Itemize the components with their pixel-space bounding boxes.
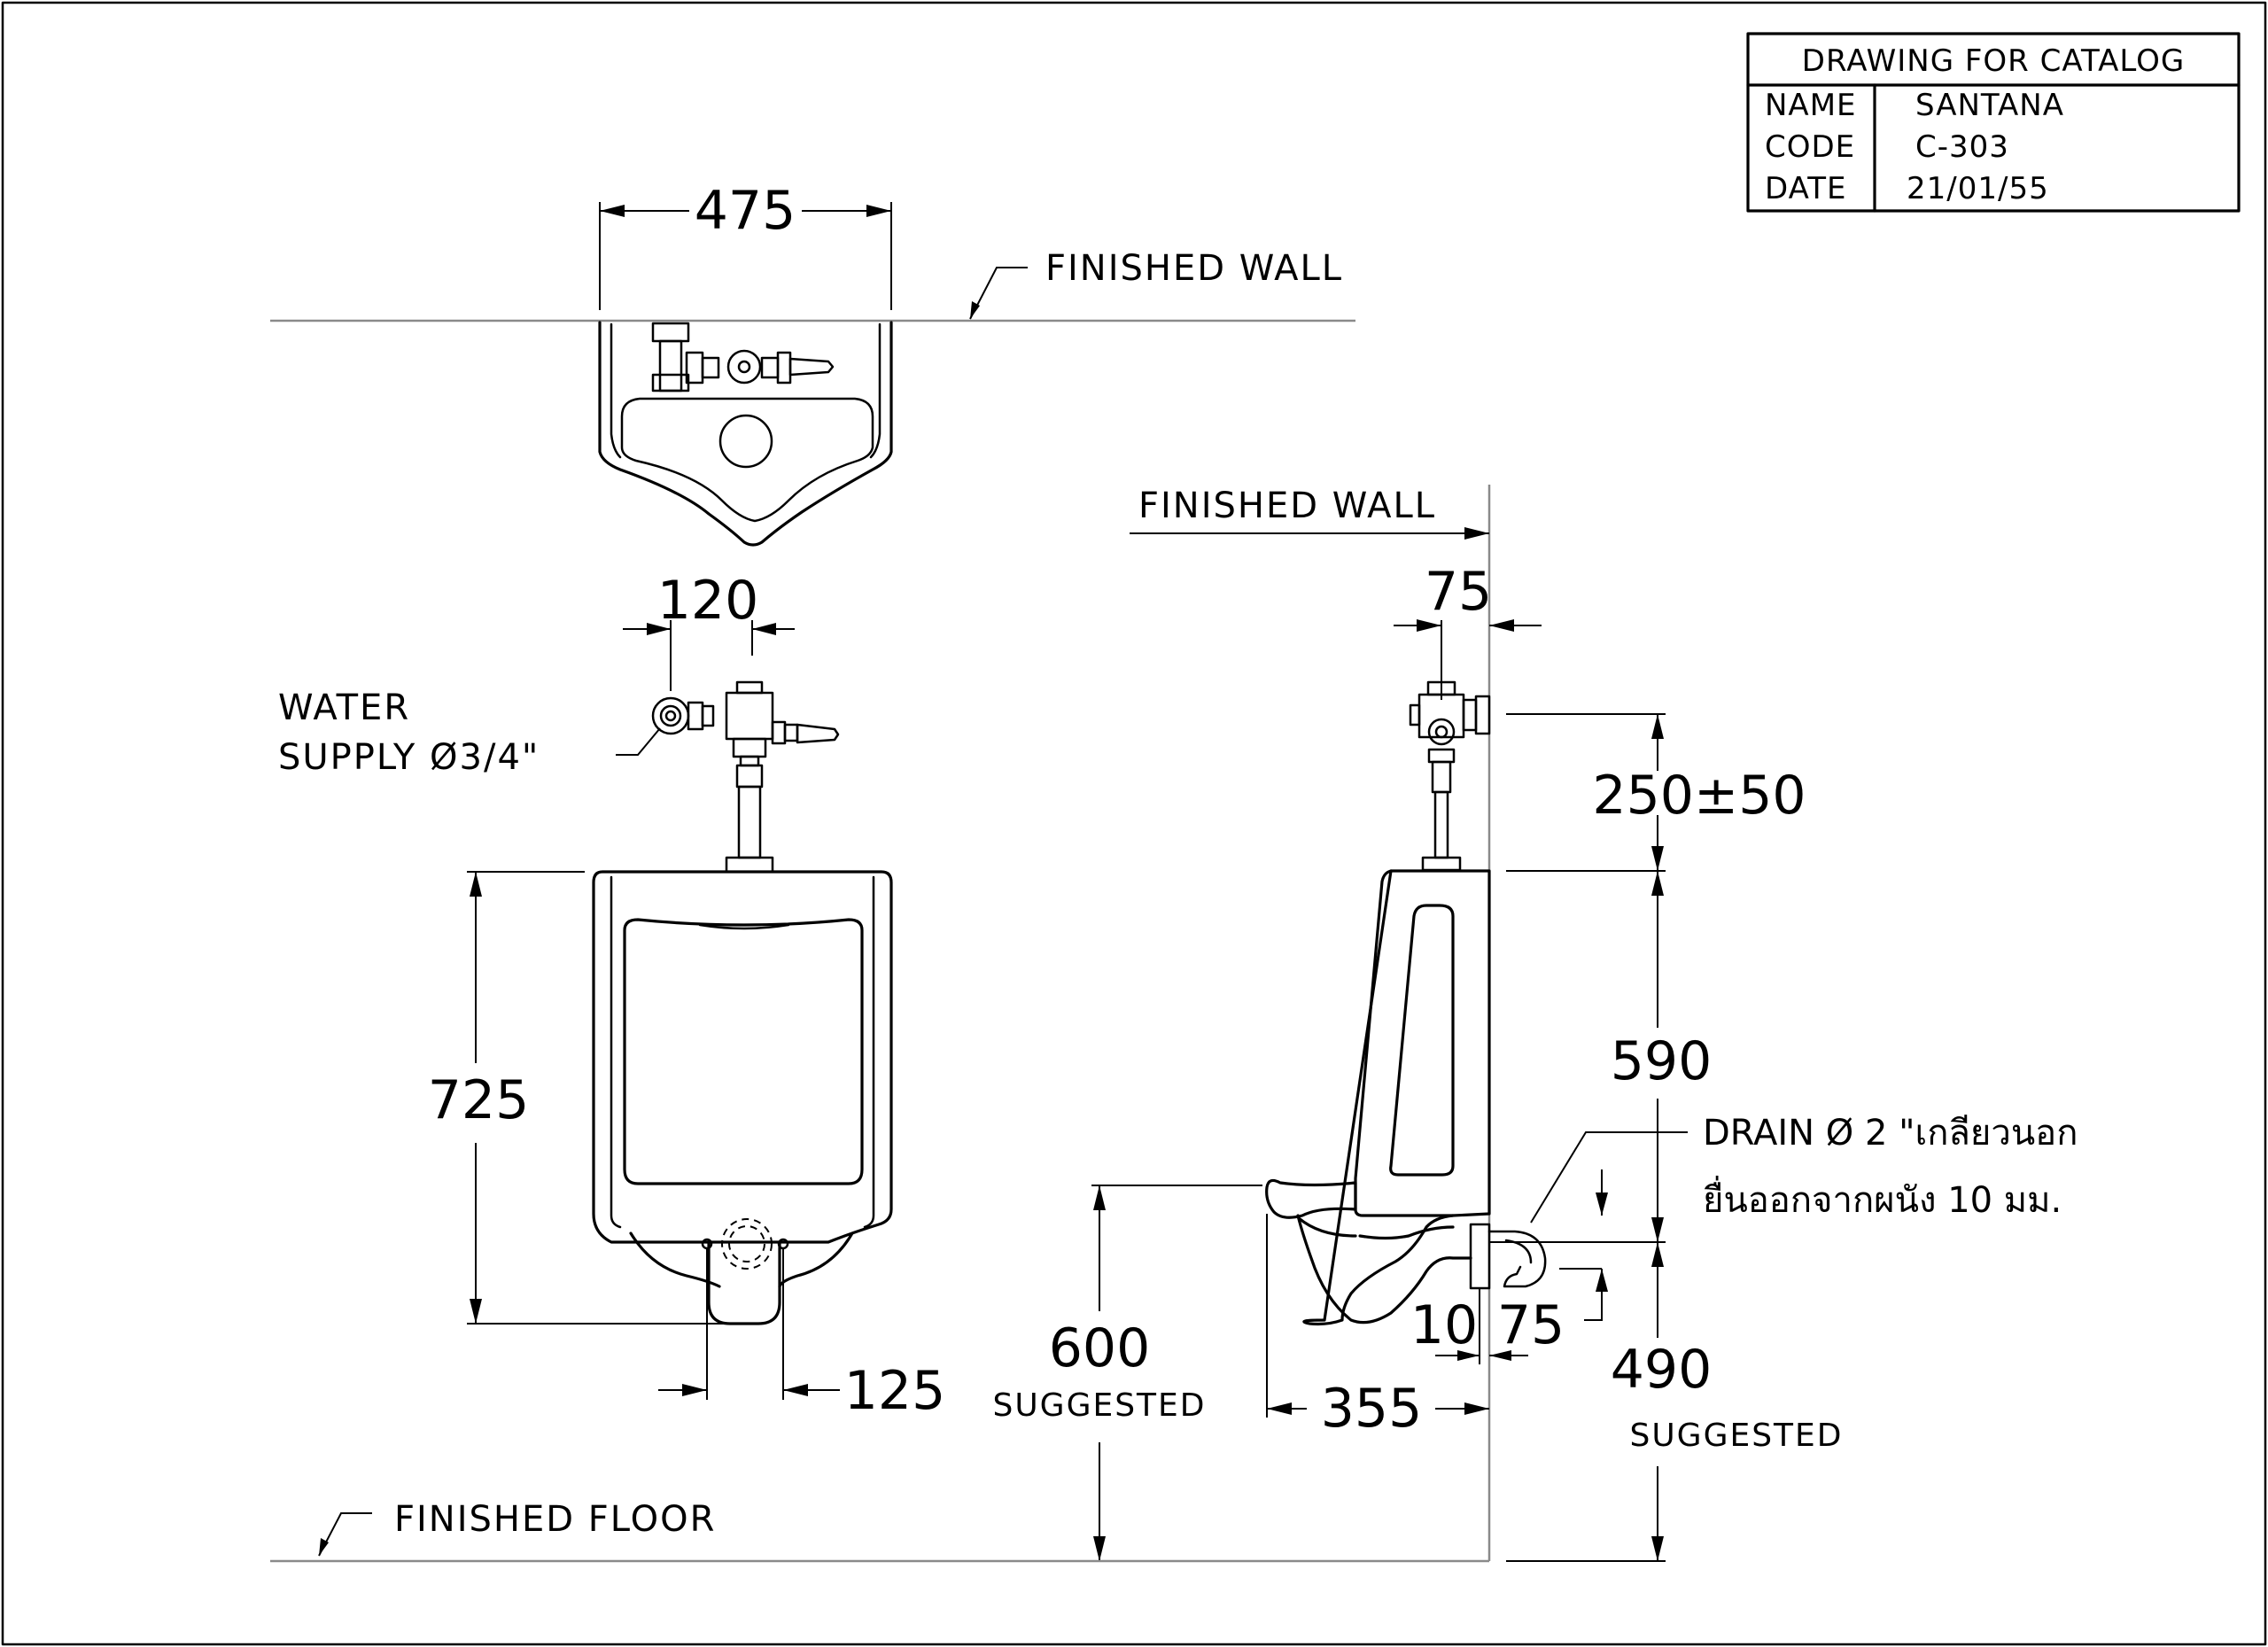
dim-height-725: 725 (428, 1069, 530, 1131)
finished-floor-label: FINISHED FLOOR (394, 1499, 716, 1540)
drain-label-2: ยื่นออกจากผนัง 10 มม. (1703, 1176, 2062, 1221)
drain-circle-plan (718, 414, 773, 469)
finished-wall-leader-top (969, 267, 1028, 320)
dim-rim-600: 600 (1049, 1317, 1151, 1379)
dim-wall-offset-75: 75 (1425, 561, 1492, 623)
dim-supply-offset-120: 120 (657, 570, 759, 632)
title-block-date-label: DATE (1765, 171, 1846, 206)
title-block-heading: DRAWING FOR CATALOG (1802, 43, 2185, 79)
dim-drain-75: 75 (1497, 1294, 1565, 1356)
water-supply-label-2: SUPPLY Ø3/4" (278, 737, 540, 778)
title-block-date-value: 21/01/55 (1907, 171, 2049, 206)
drain-fitting-side (1469, 1223, 1556, 1290)
finished-wall-label-top: FINISHED WALL (1045, 248, 1343, 289)
dim-body-590: 590 (1611, 1030, 1713, 1092)
dim-depth-355: 355 (1321, 1378, 1423, 1440)
drain-label-1: DRAIN Ø 2 "เกลียวนอก (1703, 1113, 2078, 1154)
title-block-name-label: NAME (1765, 88, 1857, 123)
urinal-side-window (1389, 904, 1455, 1177)
urinal-plan-outline (598, 321, 893, 547)
urinal-side-body (1302, 869, 1491, 1326)
dim-drain-10: 10 (1410, 1294, 1478, 1356)
urinal-front-inner-panel (623, 918, 864, 1185)
title-block: DRAWING FOR CATALOG NAME SANTANA CODE C-… (1746, 32, 2241, 213)
flush-valve-plan (651, 322, 835, 392)
dim-drain-125: 125 (844, 1360, 946, 1422)
title-block-code-label: CODE (1765, 129, 1855, 165)
title-block-name-value: SANTANA (1915, 88, 2064, 123)
dim-valve-250: 250±50 (1592, 765, 1806, 827)
suggested-label-490: SUGGESTED (1629, 1418, 1843, 1454)
dim-drain-490: 490 (1611, 1339, 1713, 1401)
finished-floor: FINISHED FLOOR (270, 1499, 1489, 1563)
top-view: FINISHED WALL 475 (270, 180, 1355, 547)
side-view: FINISHED WALL 75 (992, 485, 2078, 1562)
flush-valve-side (1409, 680, 1491, 872)
dim-width-475: 475 (695, 180, 796, 242)
suggested-label-600: SUGGESTED (992, 1387, 1206, 1424)
finished-wall-label-side: FINISHED WALL (1138, 486, 1436, 526)
urinal-front-body (592, 870, 893, 1244)
drain-circle-front (721, 1218, 773, 1270)
flush-valve-front (651, 680, 840, 874)
title-block-code-value: C-303 (1915, 129, 2009, 165)
drain-leader (1530, 1131, 1688, 1224)
front-view: 120 WATER SUPPLY Ø3/4" (278, 570, 945, 1422)
water-supply-label-1: WATER (278, 688, 410, 728)
